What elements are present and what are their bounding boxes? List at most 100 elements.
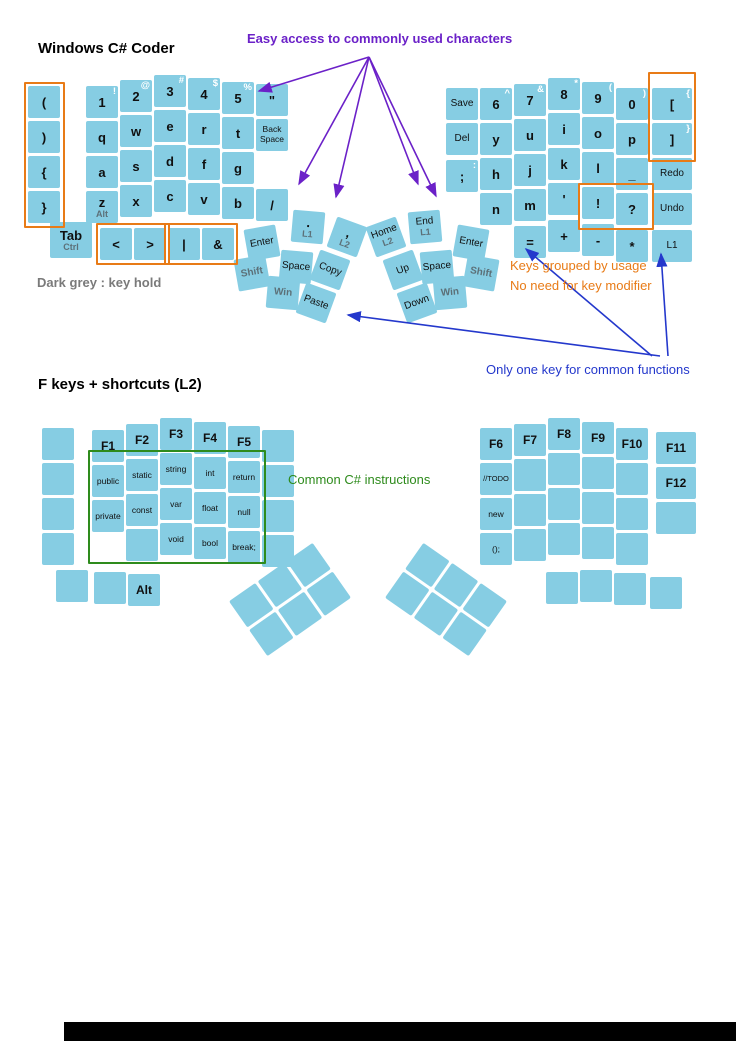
key-label: u (526, 127, 534, 143)
key-j: j (514, 154, 546, 186)
key-slash: / (256, 189, 288, 221)
key-label: Win (440, 286, 460, 299)
key-comma: ,L2 (326, 216, 368, 258)
key-label: e (166, 118, 174, 134)
key-l1: L1 (652, 230, 692, 262)
key-6: ^6 (480, 88, 512, 120)
key-blank (616, 498, 648, 530)
key-label: , (344, 224, 353, 240)
key-hold-label: L1 (419, 226, 432, 238)
dark-grey-legend: Dark grey : key hold (37, 275, 162, 290)
key-string: string (160, 453, 192, 485)
key-semicolon: :; (446, 160, 478, 192)
key-blank (614, 573, 646, 605)
key-blank (650, 577, 682, 609)
key-label: & (213, 236, 223, 252)
key-9: (9 (582, 82, 614, 114)
key-label: int (205, 467, 215, 478)
page-footer-bar (64, 1022, 736, 1041)
key-t: t (222, 117, 254, 149)
key-label: Tab (59, 227, 83, 243)
key-double-quote: " (256, 84, 288, 116)
key-label: * (629, 238, 635, 254)
key-x: x (120, 185, 152, 217)
key-blank (546, 572, 578, 604)
key-blank (656, 502, 696, 534)
grouped-usage-annotation-line2: No need for key modifier (510, 278, 652, 293)
key-y: y (480, 123, 512, 155)
key-q: q (86, 121, 118, 153)
key-hold-label: L1 (301, 228, 314, 239)
key-label: return (232, 471, 256, 482)
exclamation-question-keys-highlight (578, 183, 654, 230)
key-label: public (96, 475, 120, 486)
key-hold-label: L2 (338, 236, 352, 250)
key-label: f (201, 156, 207, 172)
key-f3: F3 (160, 418, 192, 450)
key-label: } (41, 199, 47, 215)
pipe-ampersand-keys-highlight (164, 223, 238, 265)
key-g: g (222, 152, 254, 184)
key-label: Undo (660, 203, 684, 214)
key-label: r (201, 121, 207, 137)
key-close-paren: ) (28, 121, 60, 153)
key-label: 1 (98, 94, 106, 110)
key-blank (514, 494, 546, 526)
key-label: " (268, 92, 276, 108)
key-blank (42, 428, 74, 460)
key-label: g (234, 160, 242, 176)
key-label: w (130, 123, 142, 139)
key-paste: Paste (295, 282, 337, 324)
key-label: + (560, 228, 568, 244)
key-s: s (120, 150, 152, 182)
key-less-than: < (100, 228, 132, 260)
key-label: j (528, 162, 532, 178)
key-label: F8 (556, 427, 571, 441)
key-shift-symbol: ) (642, 88, 646, 99)
key-u: u (514, 119, 546, 151)
key-label: _ (628, 166, 636, 182)
key-label: F9 (590, 431, 605, 445)
key-label: > (146, 236, 154, 252)
key-label: Win (273, 286, 293, 299)
key-open-paren: ( (28, 86, 60, 118)
key-label: break; (232, 541, 256, 552)
key-hold-label: L2 (381, 235, 395, 249)
key-label: //TODO (483, 474, 509, 484)
key-e: e (154, 110, 186, 142)
key-0: )0 (616, 88, 648, 120)
key-label: F2 (134, 433, 149, 447)
key-label: 9 (594, 90, 602, 106)
paren-brace-column-highlight (24, 82, 65, 228)
key-label: [ (669, 96, 675, 112)
key-var: var (160, 488, 192, 520)
key-m: m (514, 189, 546, 221)
key-blank (514, 459, 546, 491)
key-label: Space (281, 259, 311, 274)
key-i: i (548, 113, 580, 145)
key-f6: F6 (480, 428, 512, 460)
key-blank (56, 570, 88, 602)
key-close-brace: } (28, 191, 60, 223)
key-label: / (270, 197, 274, 213)
key-label: 6 (492, 96, 500, 112)
key-apostrophe: ' (548, 183, 580, 215)
key-label: F4 (202, 431, 217, 445)
key-label: b (234, 195, 242, 211)
key-label: i (562, 121, 566, 137)
key-blank (262, 500, 294, 532)
key-back-space: Back Space (256, 119, 288, 151)
key-label: ! (595, 195, 601, 211)
key-label: F11 (665, 441, 686, 455)
key-shift-symbol: : (472, 160, 476, 171)
key-up: Up (382, 249, 424, 291)
key-private: private (92, 500, 124, 532)
key-open-bracket: {[ (652, 88, 692, 120)
key-label: float (201, 502, 219, 513)
key-3: #3 (154, 75, 186, 107)
key-label: { (41, 164, 47, 180)
